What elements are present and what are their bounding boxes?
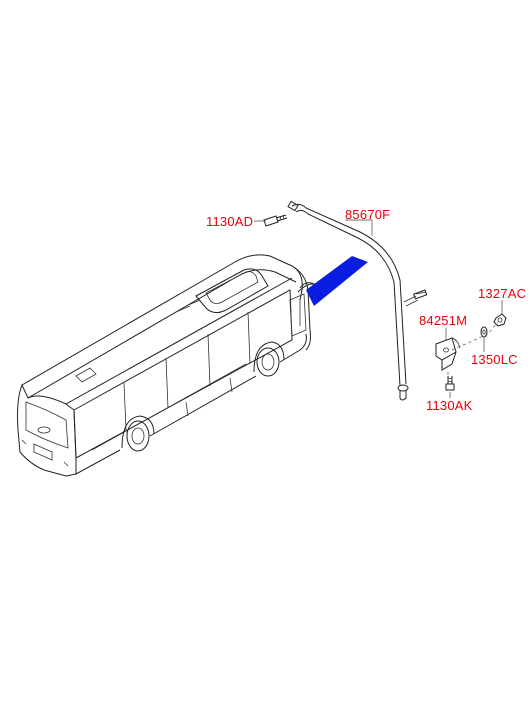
callout-1130AK: 1130AK bbox=[426, 398, 473, 413]
cable-route-highlight bbox=[306, 256, 368, 306]
callout-84251M: 84251M bbox=[419, 313, 467, 328]
bus-illustration bbox=[17, 254, 319, 477]
callout-1327AC: 1327AC bbox=[478, 286, 526, 301]
nut-1327AC-icon bbox=[493, 313, 507, 327]
bracket-84251M-icon bbox=[435, 337, 461, 371]
callout-1130AD: 1130AD bbox=[206, 214, 253, 229]
callout-1350LC: 1350LC bbox=[471, 352, 518, 367]
bolt-1130AK-icon bbox=[445, 376, 455, 391]
washer-hose bbox=[287, 200, 428, 401]
screw-1130AD-icon bbox=[263, 214, 288, 227]
washer-1350LC-icon bbox=[480, 326, 488, 338]
callout-85670F: 85670F bbox=[345, 207, 390, 222]
